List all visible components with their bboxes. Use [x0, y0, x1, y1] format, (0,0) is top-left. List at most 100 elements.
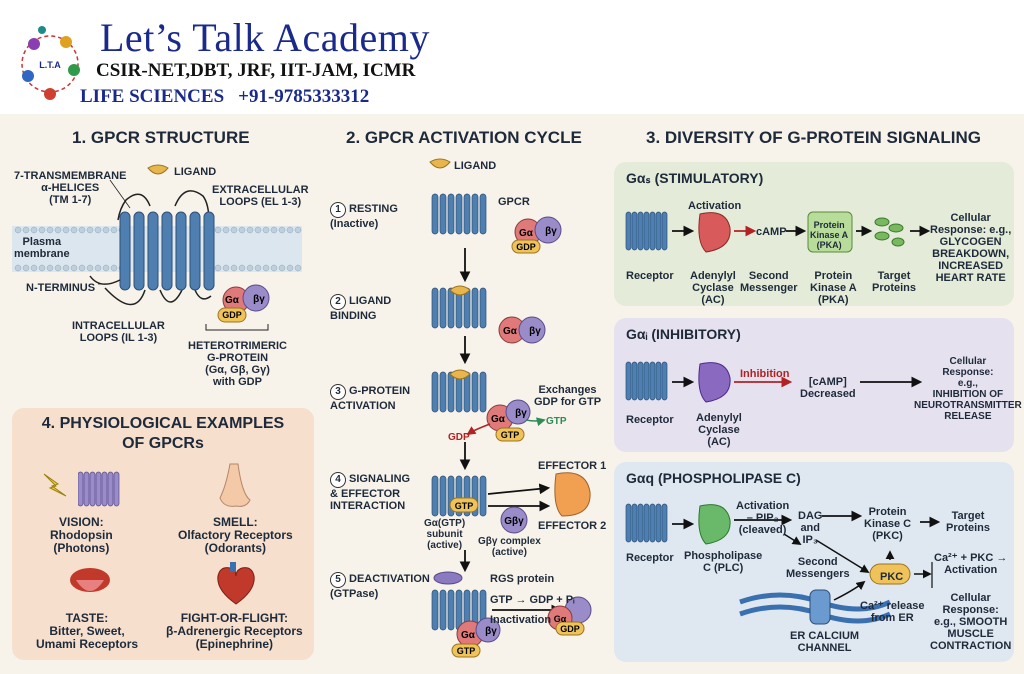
- fight-flight-label: FIGHT-OR-FLIGHT: β-Adrenergic Receptors …: [166, 611, 303, 651]
- inactivation-label: Inactivation: [490, 614, 552, 626]
- gi-response-label: Cellular Response: e.g., INHIBITION OF N…: [914, 356, 1022, 422]
- svg-text:Gα: Gα: [554, 614, 567, 624]
- gs-response-label: Cellular Response: e.g., GLYCOGEN BREAKD…: [930, 212, 1012, 284]
- svg-text:GDP: GDP: [516, 242, 536, 252]
- svg-text:βγ: βγ: [515, 408, 527, 419]
- gs-title: Gαₛ (STIMULATORY): [626, 170, 764, 186]
- svg-text:Gα: Gα: [225, 295, 240, 306]
- svg-text:GTP: GTP: [501, 430, 520, 440]
- gbg-complex-label: Gβγ complex (active): [478, 536, 541, 558]
- effector1-icon: [554, 472, 591, 517]
- taste-label: TASTE: Bitter, Sweet, Umami Receptors: [36, 611, 139, 651]
- gi-pathway: [625, 361, 923, 403]
- svg-text:GTP: GTP: [455, 501, 474, 511]
- gs-second-label: Second Messenger: [740, 270, 798, 294]
- svg-text:Gα: Gα: [519, 228, 534, 239]
- plc-icon: [698, 504, 731, 545]
- physiological-examples-panel: [12, 408, 314, 660]
- rgs-label: RGS protein: [490, 573, 555, 585]
- membrane-label: Plasma membrane: [14, 236, 70, 260]
- step4-gbg-icon: Gβγ: [500, 506, 528, 534]
- gpcr-structure-diagram: Gα βγ GDP: [12, 164, 302, 331]
- gs-receptor-label: Receptor: [626, 270, 674, 282]
- target-proteins-icon: [874, 217, 905, 247]
- tongue-icon: [70, 568, 110, 592]
- rgs-protein-icon: [433, 571, 463, 585]
- section1-title: 1. GPCR STRUCTURE: [72, 128, 250, 147]
- pkc-badge: [869, 563, 911, 585]
- gs-ac-label: Adenylyl Cyclase (AC): [690, 270, 736, 306]
- vision-label: VISION: Rhodopsin (Photons): [50, 515, 113, 555]
- heterotrimeric-gprotein-icon: Gα βγ GDP: [217, 284, 270, 323]
- svg-text:Gα: Gα: [503, 326, 518, 337]
- gi-title: Gαᵢ (INHIBITORY): [626, 326, 741, 342]
- cycle-ligand-icon: [429, 158, 451, 169]
- brand-title: Let’s Talk Academy: [100, 15, 430, 60]
- gi-receptor-label: Receptor: [626, 414, 674, 426]
- step4-galpha-gtp-icon: GTP: [449, 497, 479, 513]
- gpcr-helices: [119, 211, 215, 291]
- effector2-label: EFFECTOR 2: [538, 520, 607, 532]
- gq-pkc-protein-label: Protein Kinase C (PKC): [864, 506, 912, 542]
- svg-text:βγ: βγ: [545, 226, 557, 237]
- gs-targets-label: Target Proteins: [872, 270, 917, 294]
- gs-pka-label: Protein Kinase A (PKA): [810, 270, 857, 306]
- er-membrane-icon: [739, 589, 892, 625]
- effector1-label: EFFECTOR 1: [538, 460, 607, 472]
- gq-pathway: [625, 503, 941, 625]
- gs-pathway: [625, 211, 931, 253]
- gpcr-label: GPCR: [498, 196, 530, 208]
- section4-title: 4. PHYSIOLOGICAL EXAMPLES OF GPCRs: [41, 415, 285, 452]
- svg-text:βγ: βγ: [253, 294, 265, 305]
- gq-plc-panel: [614, 462, 1014, 662]
- ligand-label: LIGAND: [174, 166, 217, 178]
- gq-dag-label: DAG and IP₃: [798, 510, 823, 546]
- svg-text:GDP: GDP: [222, 310, 242, 320]
- svg-text:GTP: GTP: [457, 646, 476, 656]
- svg-text:L.T.A: L.T.A: [39, 60, 61, 70]
- gq-ca-release-label: Ca²⁺ release from ER: [860, 600, 925, 624]
- er-calcium-channel-icon: [809, 589, 831, 625]
- gi-inhibition-label: Inhibition: [740, 368, 790, 380]
- gq-response-label: Cellular Response: e.g., SMOOTH MUSCLE C…: [930, 592, 1012, 652]
- gq-pkc-badge-label: PKC: [880, 571, 904, 583]
- heterotrimeric-label: HETEROTRIMERIC G-PROTEIN (Gα, Gβ, Gγ) wi…: [188, 340, 287, 388]
- section2-title: 2. GPCR ACTIVATION CYCLE: [346, 128, 582, 147]
- pka-box: [807, 211, 853, 253]
- section3-title: 3. DIVERSITY OF G-PROTEIN SIGNALING: [646, 128, 982, 147]
- svg-text:GTP: GTP: [546, 416, 567, 427]
- contact-line: LIFE SCIENCES+91-9785333312: [80, 86, 369, 108]
- academy-logo-icon: L.T.A: [21, 26, 80, 100]
- phone-number: +91-9785333312: [238, 86, 370, 107]
- gs-adenylyl-cyclase-icon: [698, 212, 731, 253]
- gq-title: Gαq (PHOSPHOLIPASE C): [626, 470, 801, 486]
- ligand-icon: [147, 164, 169, 175]
- gi-camp-label: [cAMP] Decreased: [800, 376, 856, 400]
- vision-lightning-icon: [43, 473, 67, 497]
- svg-text:Gβγ: Gβγ: [504, 516, 524, 527]
- gi-adenylyl-cyclase-icon: [698, 362, 731, 403]
- smell-label: SMELL: Olfactory Receptors (Odorants): [178, 515, 293, 555]
- svg-text:GDP: GDP: [560, 624, 580, 634]
- gs-pka-box-label: Protein Kinase A (PKA): [810, 220, 849, 250]
- svg-text:GDP: GDP: [448, 432, 470, 443]
- gs-activation-label: Activation: [688, 200, 742, 212]
- header-banner: L.T.A Let’s Talk Academy CSIR-NET,DBT, J…: [0, 0, 1024, 114]
- gq-targets-label: Target Proteins: [946, 510, 991, 534]
- rhodopsin-receptor-icon: [78, 471, 120, 507]
- gq-ca-pkc-label: Ca²⁺ + PKC → Activation: [934, 552, 1008, 576]
- svg-text:βγ: βγ: [529, 326, 541, 337]
- svg-text:βγ: βγ: [485, 626, 497, 637]
- heart-icon: [217, 562, 255, 605]
- gs-camp-label: cAMP: [756, 226, 787, 238]
- gi-ac-label: Adenylyl Cyclase (AC): [696, 412, 742, 448]
- gq-activation-label: Activation – PIP₂ (cleaved): [736, 500, 790, 536]
